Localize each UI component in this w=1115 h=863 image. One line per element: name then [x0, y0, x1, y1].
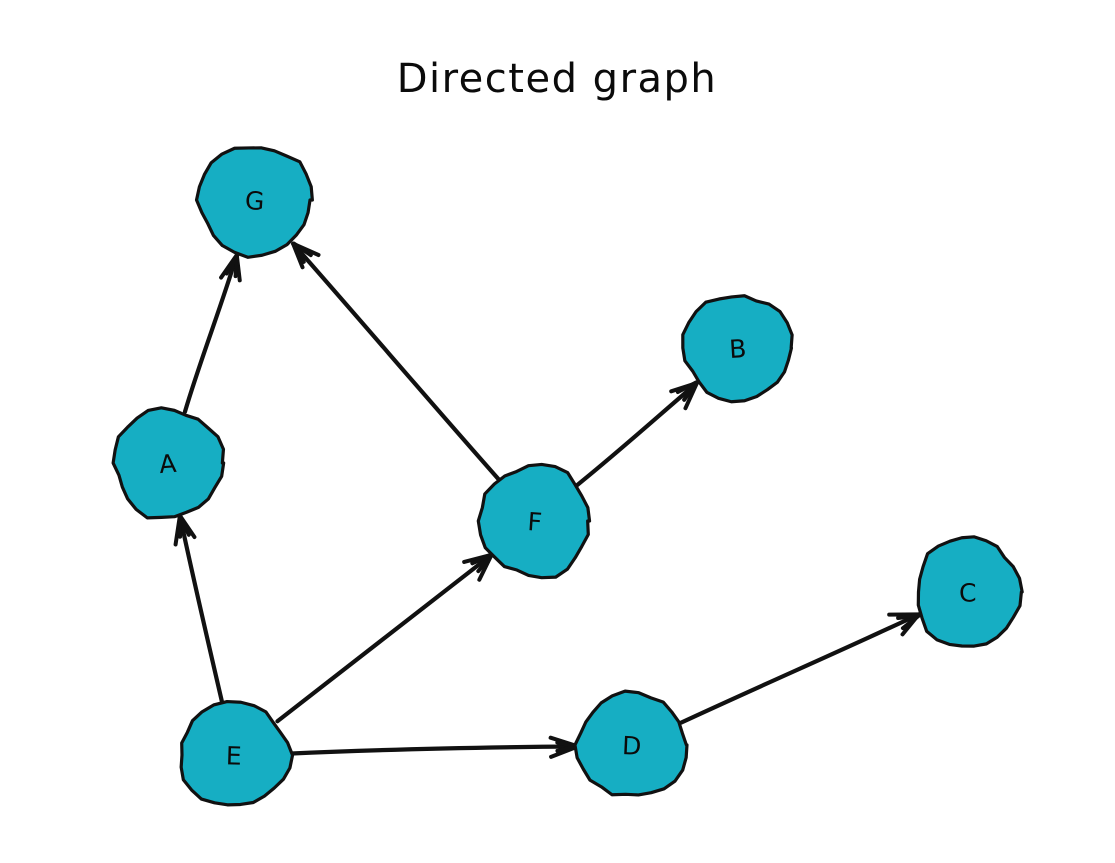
- graph-node-g[interactable]: G: [194, 146, 314, 259]
- node-label: F: [527, 507, 544, 537]
- node-label: C: [959, 578, 977, 607]
- node-label: A: [158, 449, 178, 479]
- graph-node-c[interactable]: C: [916, 535, 1024, 648]
- arrowhead-barb-icon: [896, 613, 922, 631]
- nodes-layer: G A B C D E F: [111, 146, 1024, 807]
- arrowhead-barb-icon: [224, 253, 240, 279]
- node-circle[interactable]: [179, 699, 295, 807]
- arrowhead-barb-icon: [292, 241, 313, 264]
- graph-node-f[interactable]: F: [476, 462, 592, 580]
- node-label: G: [244, 186, 266, 216]
- edge-f-to-g: [291, 241, 501, 482]
- arrowhead-barb-icon: [675, 380, 699, 402]
- edge-shaft: [679, 612, 921, 725]
- edge-f-to-b: [574, 380, 699, 488]
- node-circle[interactable]: [194, 146, 314, 259]
- graph-node-e[interactable]: E: [179, 699, 295, 807]
- edge-e-to-a: [173, 513, 224, 704]
- node-circle[interactable]: [476, 462, 592, 580]
- node-label: D: [621, 731, 642, 761]
- node-circle[interactable]: [916, 535, 1024, 648]
- edge-e-to-f: [275, 552, 495, 724]
- graph-node-a[interactable]: A: [111, 406, 226, 520]
- graph-node-b[interactable]: B: [681, 294, 794, 404]
- edge-shaft: [574, 380, 699, 488]
- node-circle[interactable]: [573, 689, 689, 797]
- edge-shaft: [286, 744, 581, 756]
- node-label: B: [728, 334, 747, 364]
- edge-shaft: [177, 513, 224, 704]
- edge-shaft: [291, 241, 501, 482]
- node-circle[interactable]: [681, 294, 794, 404]
- edge-a-to-g: [182, 252, 242, 414]
- edge-shaft: [275, 552, 494, 724]
- page-title: Directed graph: [397, 56, 718, 102]
- graph-node-d[interactable]: D: [573, 689, 689, 797]
- edge-d-to-c: [679, 612, 922, 725]
- edge-e-to-d: [286, 735, 581, 759]
- edge-shaft: [182, 252, 239, 414]
- node-circle[interactable]: [111, 406, 226, 520]
- node-label: E: [225, 741, 242, 770]
